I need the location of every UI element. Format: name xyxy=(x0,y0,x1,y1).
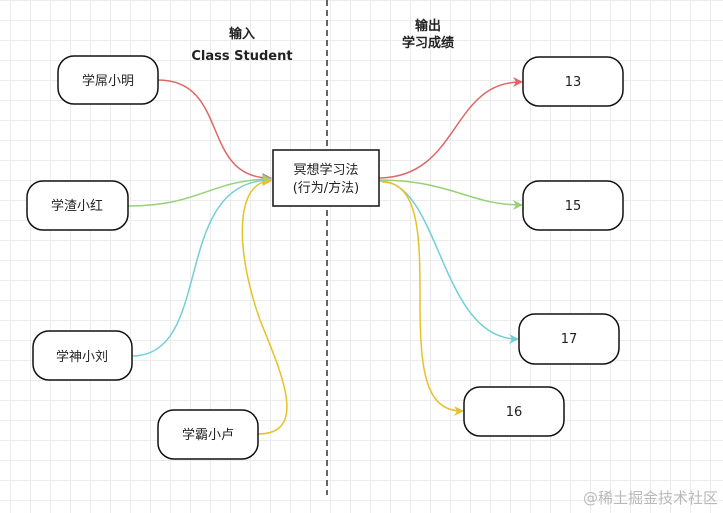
input-node-xiaolu[interactable]: 学霸小卢 xyxy=(157,409,259,460)
input-node-xiaoliu[interactable]: 学神小刘 xyxy=(32,330,133,381)
output-label-17: 17 xyxy=(561,332,578,347)
center-label-line1: 冥想学习法 xyxy=(293,162,358,178)
output-subtitle: 学习成绩 xyxy=(402,35,454,51)
edge-out-17 xyxy=(379,180,519,344)
output-title: 输出 xyxy=(415,18,441,34)
input-label-xiaoliu: 学神小刘 xyxy=(56,349,108,365)
output-node-13[interactable]: 13 xyxy=(522,56,624,107)
output-label-13: 13 xyxy=(565,75,582,90)
output-label-15: 15 xyxy=(565,199,582,214)
edge-xiaoming xyxy=(157,79,272,183)
input-label-xiaolu: 学霸小卢 xyxy=(182,427,234,443)
input-subtitle: Class Student xyxy=(191,49,292,64)
input-title: 输入 xyxy=(229,26,255,42)
edge-xiaoliu xyxy=(131,175,272,357)
output-node-16[interactable]: 16 xyxy=(463,386,565,437)
output-label-16: 16 xyxy=(506,405,523,420)
input-node-xiaoming[interactable]: 学屌小明 xyxy=(57,55,159,105)
input-label-xiaoming: 学屌小明 xyxy=(82,73,134,89)
watermark: @稀土掘金技术社区 xyxy=(583,489,718,507)
center-label-line2: (行为/方法) xyxy=(293,180,360,196)
edge-out-13 xyxy=(377,77,523,179)
edge-out-16 xyxy=(381,181,464,416)
output-node-17[interactable]: 17 xyxy=(518,313,620,365)
edge-xiaohong xyxy=(127,174,272,207)
edge-out-15 xyxy=(377,179,523,210)
output-node-15[interactable]: 15 xyxy=(522,180,624,231)
input-node-xiaohong[interactable]: 学渣小红 xyxy=(26,180,129,231)
center-node-method[interactable]: 冥想学习法 (行为/方法) xyxy=(272,149,380,207)
edge-xiaolu xyxy=(241,176,288,435)
input-label-xiaohong: 学渣小红 xyxy=(51,198,103,214)
